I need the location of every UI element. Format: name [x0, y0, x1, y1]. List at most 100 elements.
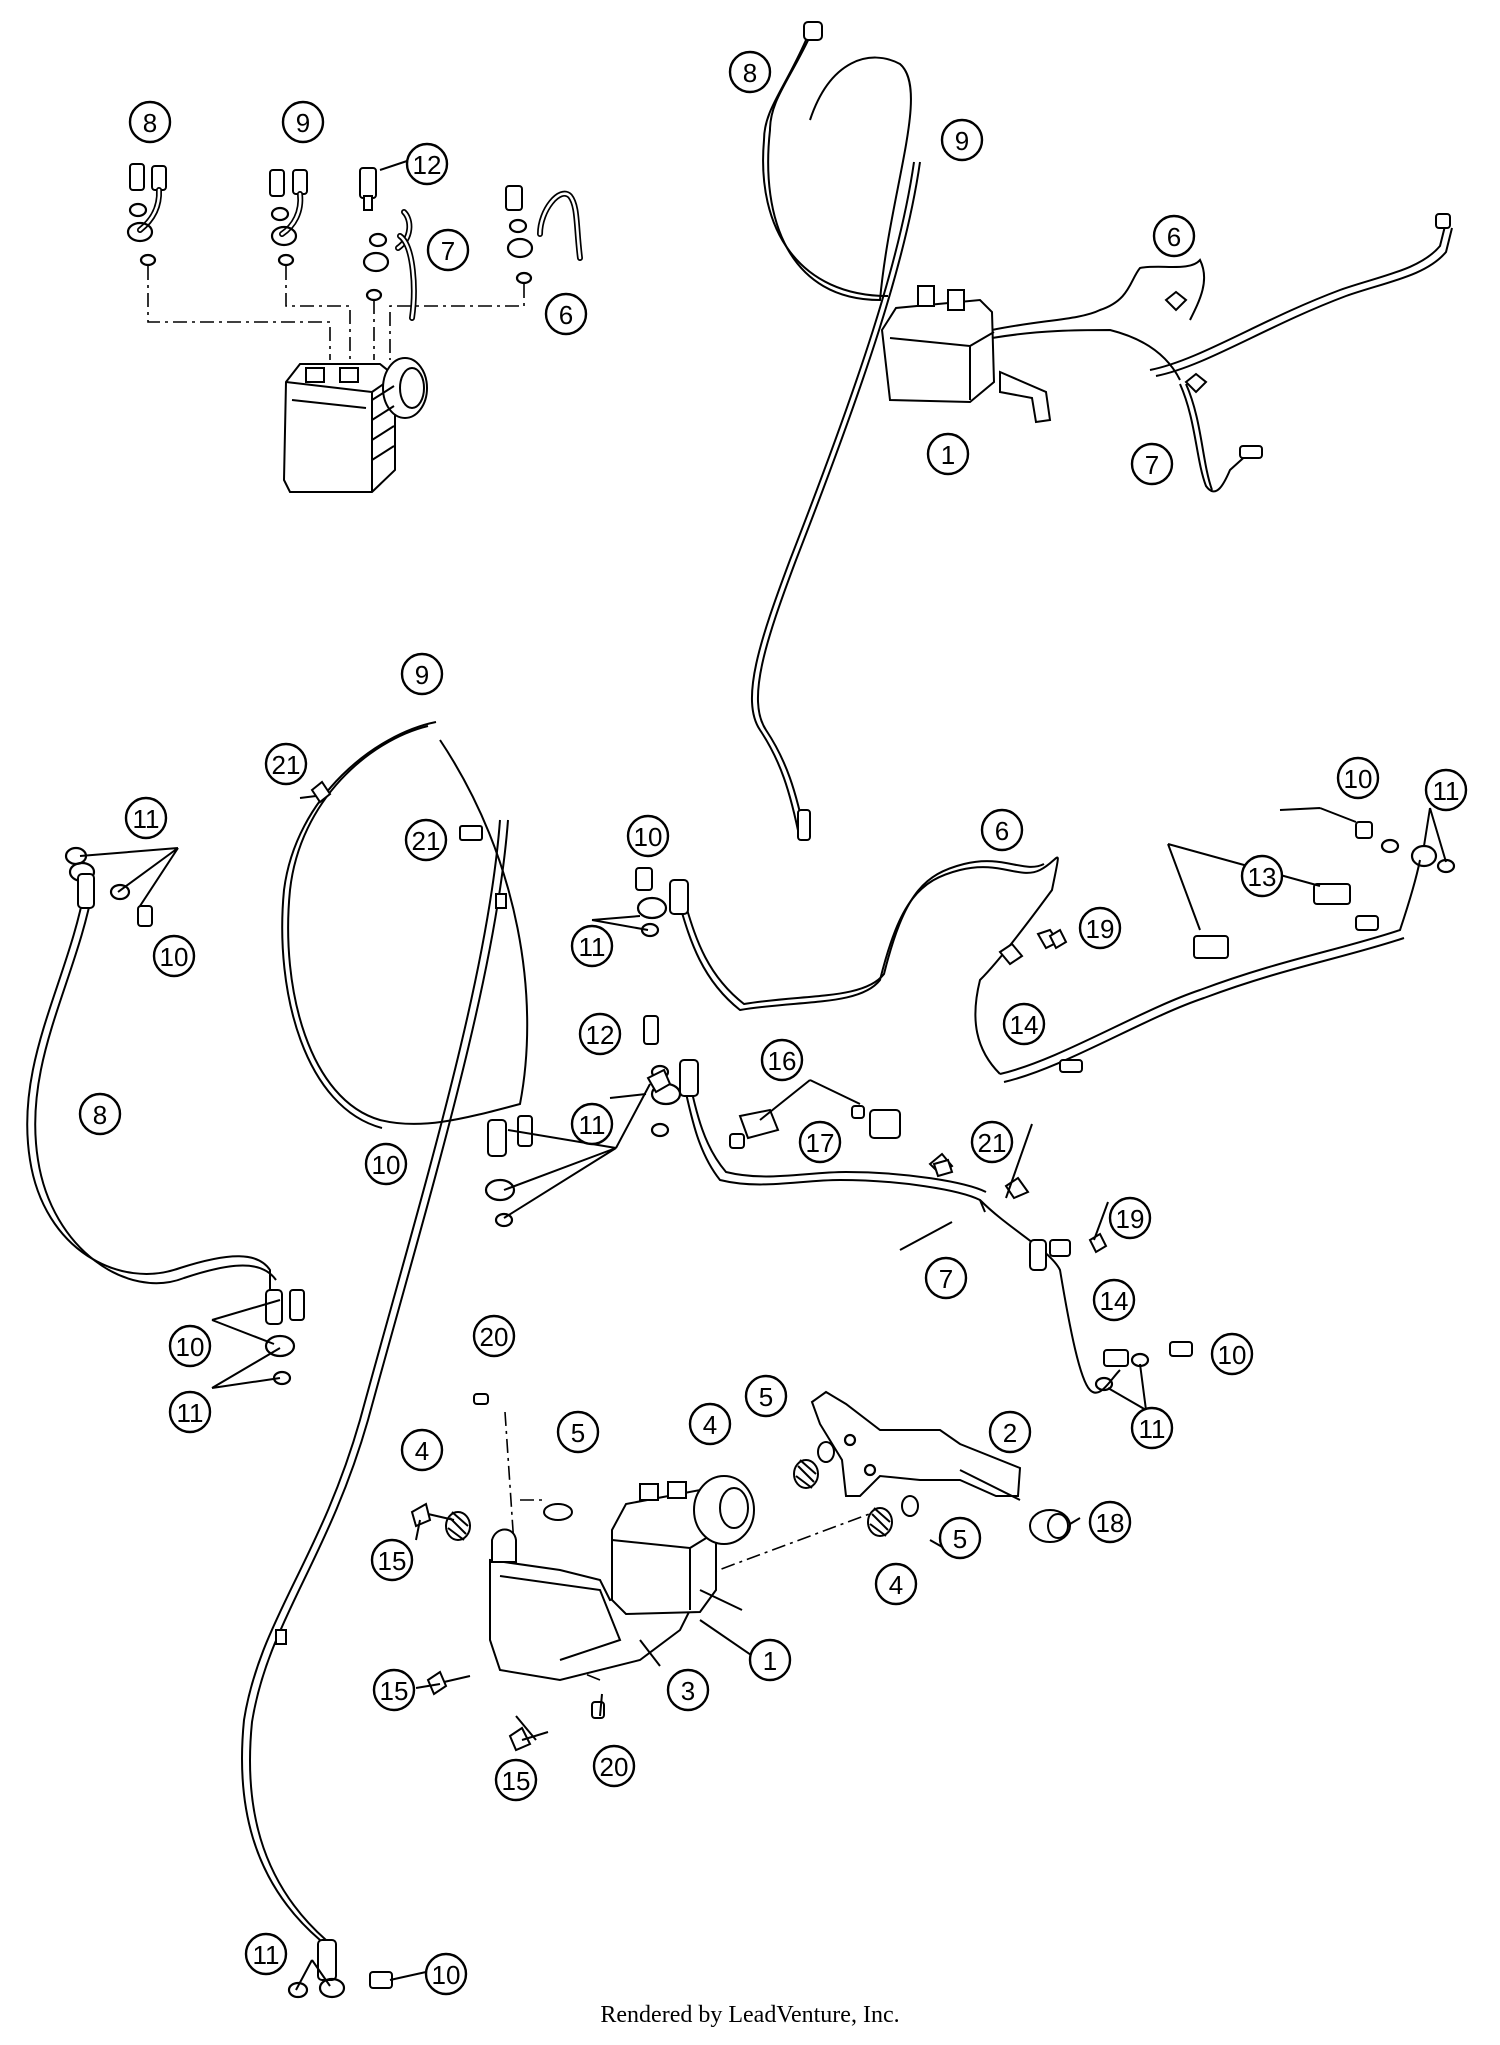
callout-label: 14	[1100, 1286, 1129, 1316]
callout-19: 19	[1078, 906, 1122, 950]
callout-label: 8	[93, 1100, 107, 1130]
callout-label: 9	[415, 660, 429, 690]
callout-label: 9	[955, 126, 969, 156]
callout-3: 3	[666, 1668, 710, 1712]
top-left-assembly	[126, 163, 583, 493]
callout-label: 4	[703, 1410, 717, 1440]
callout-4: 4	[874, 1562, 918, 1606]
callout-12: 12	[578, 1012, 622, 1056]
callout-label: 20	[480, 1322, 509, 1352]
callout-label: 11	[1433, 776, 1460, 806]
callout-label: 5	[759, 1382, 773, 1412]
callout-label: 11	[177, 1398, 204, 1428]
callout-label: 10	[1218, 1340, 1247, 1370]
callout-label: 12	[413, 150, 442, 180]
callout-10: 10	[364, 1142, 408, 1186]
callout-label: 1	[763, 1646, 777, 1676]
callout-9: 9	[940, 118, 984, 162]
callout-label: 19	[1086, 914, 1115, 944]
fitting-group-12-7	[359, 167, 417, 321]
callout-label: 11	[133, 804, 160, 834]
callout-21: 21	[404, 818, 448, 862]
callout-11: 11	[168, 1390, 212, 1434]
callout-10: 10	[1210, 1332, 1254, 1376]
callout-14: 14	[1092, 1278, 1136, 1322]
callout-label: 14	[1010, 1010, 1039, 1040]
callout-10: 10	[626, 814, 670, 858]
lower-assembly	[410, 1390, 1071, 1752]
callout-label: 8	[143, 108, 157, 138]
callout-label: 8	[743, 58, 757, 88]
callout-21: 21	[970, 1120, 1014, 1164]
callout-19: 19	[1108, 1196, 1152, 1240]
callout-label: 19	[1116, 1204, 1145, 1234]
callout-2: 2	[988, 1410, 1032, 1454]
callout-label: 5	[571, 1418, 585, 1448]
grommet-4a	[793, 1459, 819, 1489]
callout-label: 7	[939, 1264, 953, 1294]
callout-5: 5	[556, 1410, 600, 1454]
callout-label: 11	[1139, 1414, 1166, 1444]
callout-label: 17	[806, 1128, 835, 1158]
callout-14: 14	[1002, 1002, 1046, 1046]
callout-label: 20	[600, 1752, 629, 1782]
callout-20: 20	[592, 1744, 636, 1788]
callout-label: 10	[432, 1960, 461, 1990]
callout-label: 4	[889, 1570, 903, 1600]
callout-8: 8	[78, 1092, 122, 1136]
callout-21: 21	[264, 742, 308, 786]
callout-9: 9	[400, 652, 444, 696]
brake-line-8	[26, 846, 305, 1386]
callout-7: 7	[924, 1256, 968, 1300]
fitting-group-6	[505, 185, 583, 285]
callout-10: 10	[1336, 756, 1380, 800]
callout-label: 11	[579, 932, 606, 962]
callout-6: 6	[980, 808, 1024, 852]
callout-5: 5	[938, 1516, 982, 1560]
hardware	[646, 928, 1108, 1254]
callout-label: 10	[634, 822, 663, 852]
callout-label: 11	[253, 1940, 280, 1970]
bushing-18	[1029, 1509, 1071, 1543]
callout-label: 9	[296, 108, 310, 138]
abs-module-top-right	[880, 285, 1052, 424]
brake-line-7	[643, 1015, 1193, 1394]
callout-13: 13	[1240, 854, 1284, 898]
callout-17: 17	[798, 1120, 842, 1164]
callout-1: 1	[926, 432, 970, 476]
callout-label: 21	[978, 1128, 1007, 1158]
callout-10: 10	[168, 1324, 212, 1368]
callout-label: 13	[1248, 862, 1277, 892]
callout-16: 16	[760, 1038, 804, 1082]
callout-label: 15	[502, 1766, 531, 1796]
callout-9: 9	[281, 100, 325, 144]
callout-11: 11	[124, 796, 168, 840]
callout-6: 6	[544, 292, 588, 336]
callout-label: 6	[1167, 222, 1181, 252]
callout-label: 18	[1096, 1508, 1125, 1538]
callout-label: 3	[681, 1676, 695, 1706]
render-credit: Rendered by LeadVenture, Inc.	[600, 2002, 900, 2028]
callout-label: 10	[1344, 764, 1373, 794]
callout-15: 15	[494, 1758, 538, 1802]
callout-label: 10	[372, 1150, 401, 1180]
callout-label: 6	[559, 300, 573, 330]
callout-label: 1	[941, 440, 955, 470]
callout-11: 11	[570, 1102, 614, 1146]
callout-label: 10	[160, 942, 189, 972]
callout-4: 4	[400, 1428, 444, 1472]
callout-label: 15	[380, 1676, 409, 1706]
callout-label: 5	[953, 1524, 967, 1554]
callout-label: 16	[768, 1046, 797, 1076]
abs-module-top-left	[282, 357, 428, 493]
brake-line-6	[635, 821, 1456, 1083]
callout-label: 7	[441, 236, 455, 266]
callout-label: 15	[378, 1546, 407, 1576]
callout-15: 15	[372, 1668, 416, 1712]
fitting-group-8	[126, 163, 167, 267]
callout-8: 8	[128, 100, 172, 144]
callout-11: 11	[244, 1932, 288, 1976]
callout-11: 11	[1130, 1406, 1174, 1450]
callout-label: 11	[579, 1110, 606, 1140]
callout-label: 10	[176, 1332, 205, 1362]
